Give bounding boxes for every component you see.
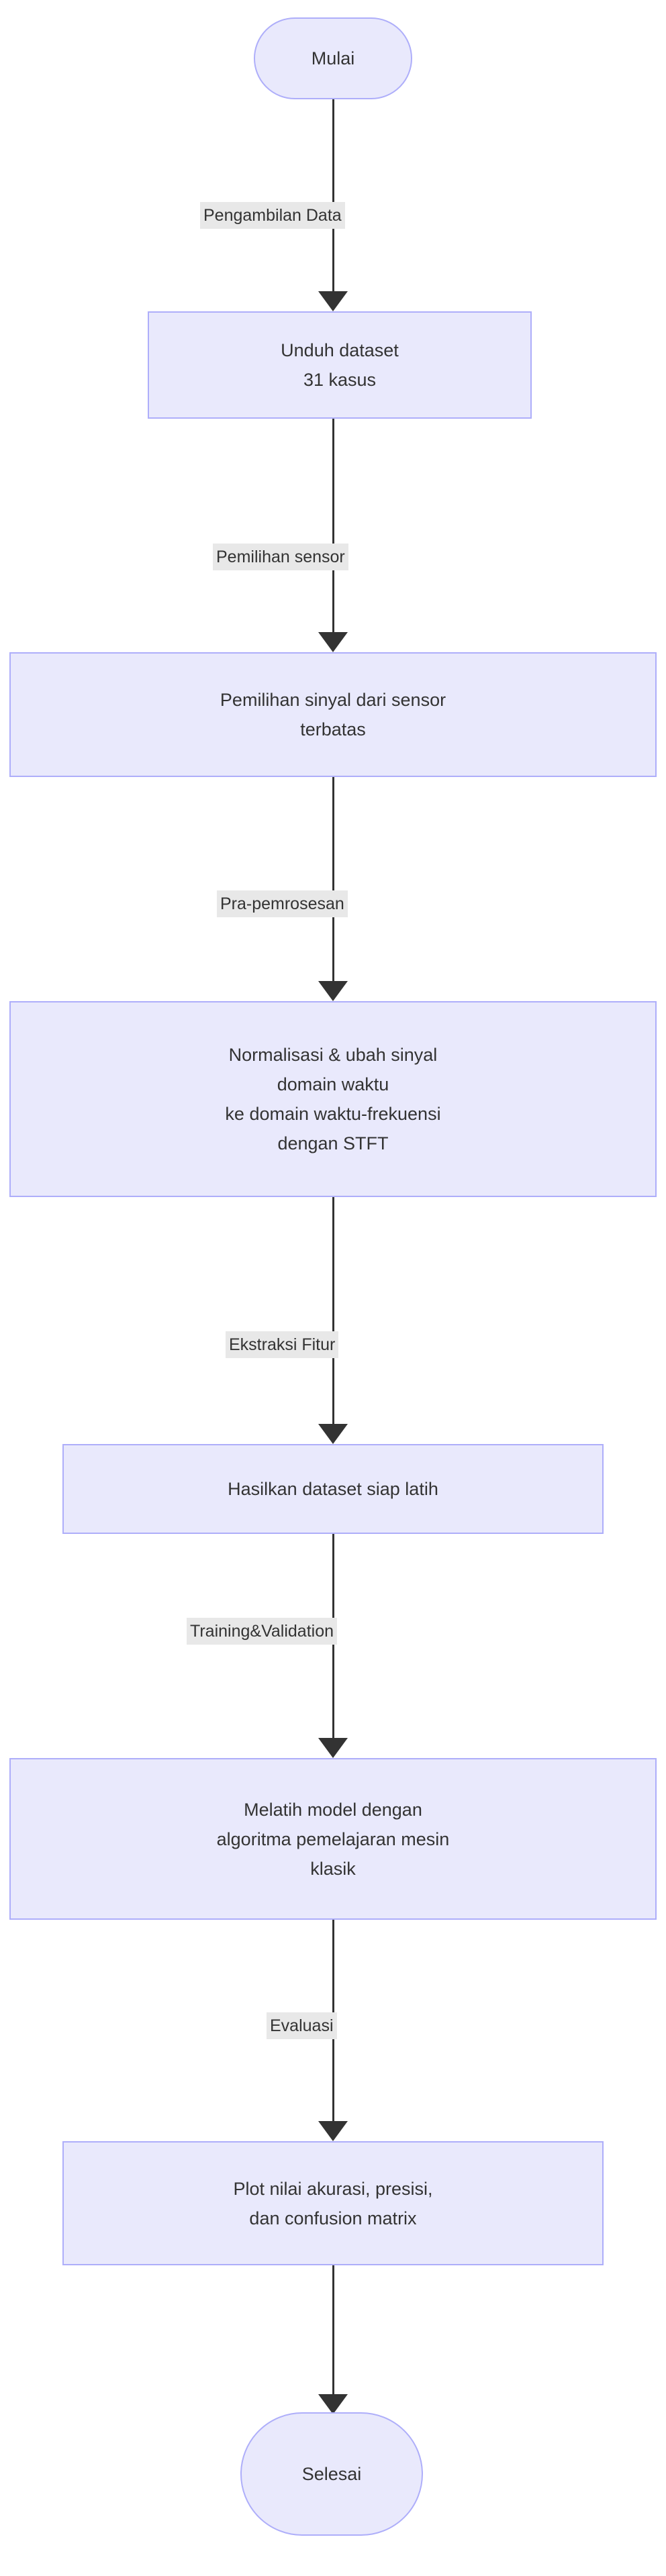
- edge-preprocessing-to-dataset-ready: [317, 1197, 349, 1444]
- edge-plot-metrics-to-end: [317, 2265, 349, 2414]
- edge-label-training-validation: Training&Validation: [187, 1618, 338, 1645]
- node-plot-metrics[interactable]: Plot nilai akurasi, presisi, dan confusi…: [62, 2141, 604, 2265]
- node-sensor-selection-line-2: terbatas: [300, 719, 366, 739]
- node-download-dataset-label: Unduh dataset 31 kasus: [149, 336, 530, 395]
- arrowhead-icon: [318, 2121, 348, 2141]
- node-preprocessing-line-2: domain waktu: [277, 1074, 389, 1094]
- node-preprocessing-line-4: dengan STFT: [277, 1133, 389, 1153]
- node-train-model-line-2: algoritma pemelajaran mesin: [216, 1828, 450, 1849]
- node-start[interactable]: Mulai: [254, 17, 412, 99]
- edge-label-ekstraksi-fitur: Ekstraksi Fitur: [226, 1331, 339, 1358]
- node-preprocessing-label: Normalisasi & ubah sinyal domain waktu k…: [11, 1040, 655, 1158]
- edge-line: [332, 99, 334, 291]
- node-end-line-1: Selesai: [301, 2464, 362, 2484]
- edge-sensor-selection-to-preprocessing: [317, 777, 349, 1001]
- node-end-label: Selesai: [242, 2459, 422, 2489]
- node-plot-metrics-label: Plot nilai akurasi, presisi, dan confusi…: [64, 2174, 602, 2233]
- arrowhead-icon: [318, 1738, 348, 1758]
- edge-label-pra-pemrosesan: Pra-pemrosesan: [217, 890, 348, 917]
- node-train-model-line-1: Melatih model dengan: [244, 1799, 422, 1820]
- node-download-dataset-line-1: Unduh dataset: [281, 340, 399, 360]
- edge-start-to-download: [317, 99, 349, 311]
- node-end[interactable]: Selesai: [240, 2412, 423, 2536]
- node-start-line-1: Mulai: [311, 48, 355, 68]
- node-plot-metrics-line-1: Plot nilai akurasi, presisi,: [233, 2178, 433, 2199]
- node-sensor-selection[interactable]: Pemilihan sinyal dari sensor terbatas: [9, 652, 657, 777]
- edge-line: [332, 419, 334, 632]
- node-preprocessing-line-1: Normalisasi & ubah sinyal: [228, 1045, 438, 1065]
- edge-label-evaluasi: Evaluasi: [267, 2012, 337, 2039]
- arrowhead-icon: [318, 632, 348, 652]
- edge-label-pengambilan-data: Pengambilan Data: [200, 202, 345, 229]
- arrowhead-icon: [318, 1424, 348, 1444]
- node-dataset-ready-label: Hasilkan dataset siap latih: [64, 1474, 602, 1504]
- node-sensor-selection-line-1: Pemilihan sinyal dari sensor: [220, 690, 446, 710]
- arrowhead-icon: [318, 981, 348, 1001]
- node-download-dataset[interactable]: Unduh dataset 31 kasus: [148, 311, 532, 419]
- edge-line: [332, 1197, 334, 1424]
- edge-line: [332, 777, 334, 981]
- node-plot-metrics-line-2: dan confusion matrix: [249, 2208, 417, 2228]
- edge-download-to-sensor-selection: [317, 419, 349, 652]
- node-preprocessing[interactable]: Normalisasi & ubah sinyal domain waktu k…: [9, 1001, 657, 1197]
- node-start-label: Mulai: [255, 44, 411, 73]
- node-download-dataset-line-2: 31 kasus: [303, 370, 377, 390]
- node-train-model-label: Melatih model dengan algoritma pemelajar…: [11, 1795, 655, 1884]
- edge-dataset-ready-to-train-model: [317, 1534, 349, 1758]
- node-dataset-ready-line-1: Hasilkan dataset siap latih: [228, 1479, 438, 1499]
- arrowhead-icon: [318, 291, 348, 311]
- node-dataset-ready[interactable]: Hasilkan dataset siap latih: [62, 1444, 604, 1534]
- node-preprocessing-line-3: ke domain waktu-frekuensi: [225, 1104, 441, 1124]
- node-sensor-selection-label: Pemilihan sinyal dari sensor terbatas: [11, 685, 655, 744]
- node-train-model[interactable]: Melatih model dengan algoritma pemelajar…: [9, 1758, 657, 1920]
- arrowhead-icon: [318, 2394, 348, 2414]
- edge-line: [332, 2265, 334, 2394]
- node-train-model-line-3: klasik: [310, 1858, 356, 1879]
- edge-label-pemilihan-sensor: Pemilihan sensor: [213, 544, 348, 570]
